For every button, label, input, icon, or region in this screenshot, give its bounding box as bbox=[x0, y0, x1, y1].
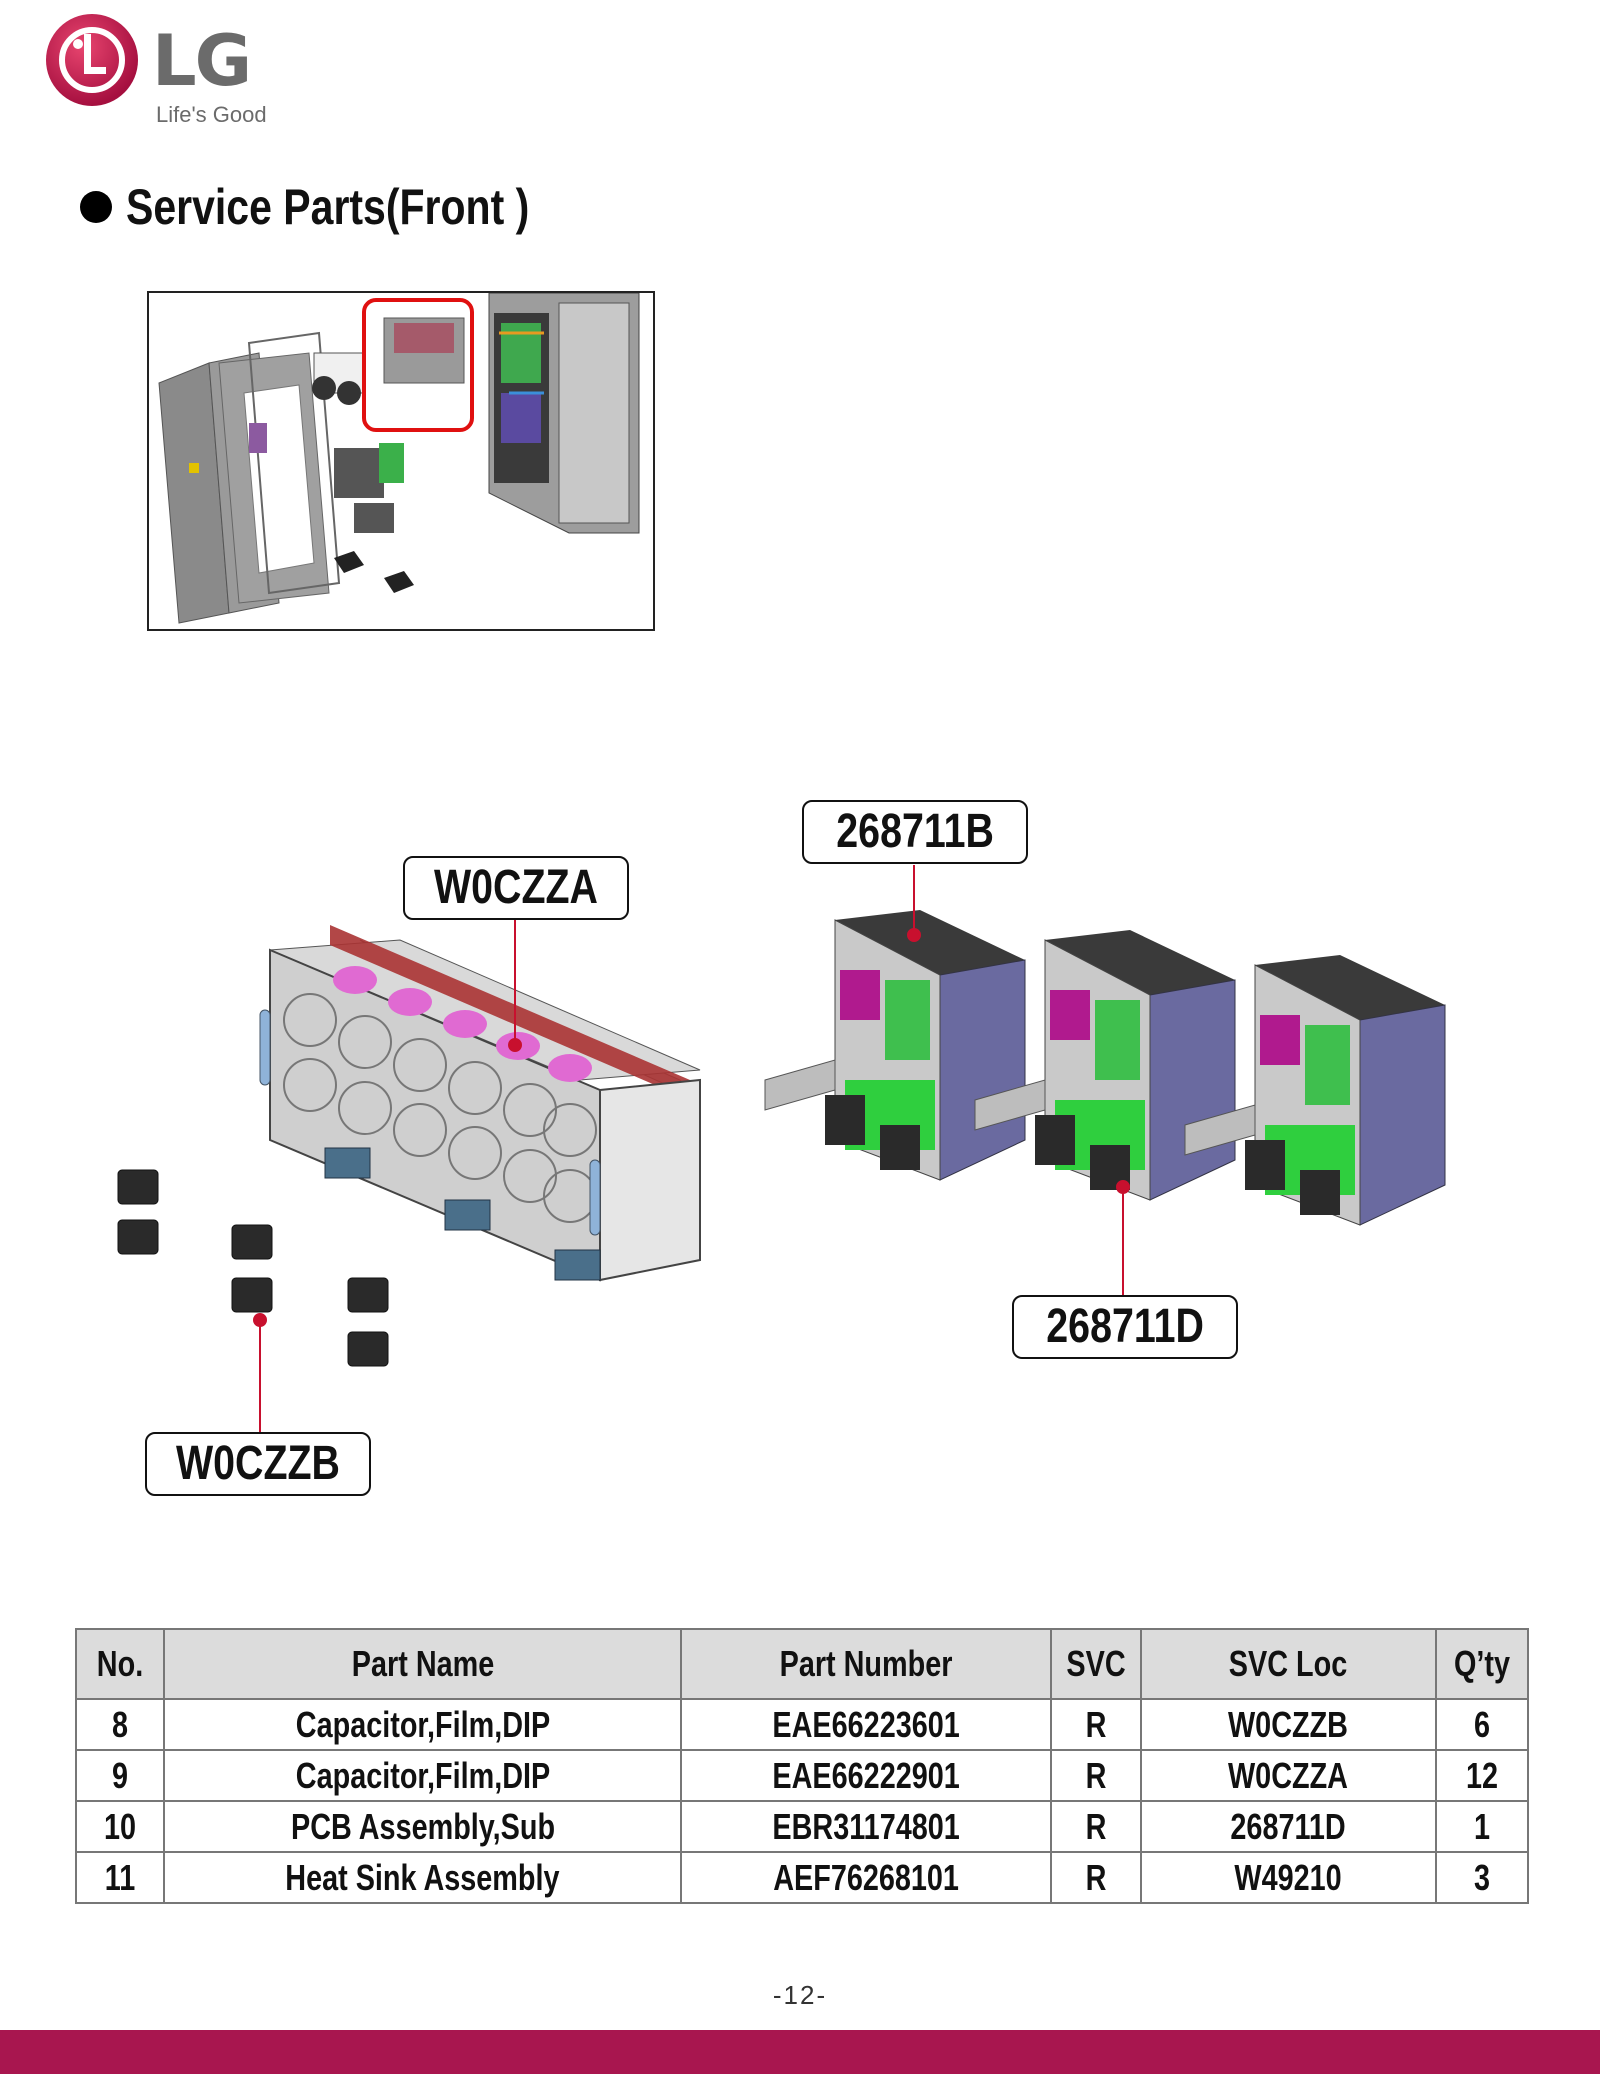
small-capacitors bbox=[117, 1169, 389, 1367]
overview-illustration bbox=[147, 291, 655, 631]
col-svc-loc: SVC Loc bbox=[1139, 1628, 1438, 1700]
table-row: 8 Capacitor,Film,DIP EAE66223601 R W0CZZ… bbox=[75, 1698, 1529, 1751]
lg-face-icon bbox=[46, 14, 138, 106]
exploded-parts-diagram bbox=[100, 780, 1500, 1520]
table-row: 10 PCB Assembly,Sub EBR31174801 R 268711… bbox=[75, 1800, 1529, 1853]
brand-name: LG bbox=[152, 20, 252, 102]
callout-268711b: 268711B bbox=[802, 800, 1028, 864]
capacitor-bank bbox=[259, 925, 701, 1282]
bullet-icon bbox=[80, 191, 112, 223]
lg-logo: LG Life's Good bbox=[44, 12, 284, 132]
brand-tagline: Life's Good bbox=[156, 102, 267, 127]
col-part-name: Part Name bbox=[162, 1628, 683, 1700]
page-number: -12- bbox=[772, 1980, 828, 2010]
col-svc: SVC bbox=[1049, 1628, 1142, 1700]
table-row: 9 Capacitor,Film,DIP EAE66222901 R W0CZZ… bbox=[75, 1749, 1529, 1802]
section-title: Service Parts(Front ) bbox=[80, 178, 618, 236]
pcb-heat-sink-modules bbox=[764, 910, 1446, 1226]
callout-268711d: 268711D bbox=[1012, 1295, 1238, 1359]
callout-w0czza: W0CZZA bbox=[403, 856, 629, 920]
col-part-number: Part Number bbox=[680, 1628, 1052, 1700]
service-parts-table: No. Part Name Part Number SVC SVC Loc Q’… bbox=[75, 1628, 1529, 1904]
table-header-row: No. Part Name Part Number SVC SVC Loc Q’… bbox=[75, 1628, 1529, 1700]
col-no: No. bbox=[75, 1628, 165, 1700]
leader-lines bbox=[253, 865, 1130, 1432]
col-qty: Q’ty bbox=[1435, 1628, 1529, 1700]
footer-bar bbox=[0, 2030, 1600, 2074]
parts-drawing bbox=[117, 865, 1446, 1432]
section-title-text: Service Parts(Front ) bbox=[126, 179, 530, 235]
callout-w0czzb: W0CZZB bbox=[145, 1432, 371, 1496]
table-row: 11 Heat Sink Assembly AEF76268101 R W492… bbox=[75, 1851, 1529, 1904]
